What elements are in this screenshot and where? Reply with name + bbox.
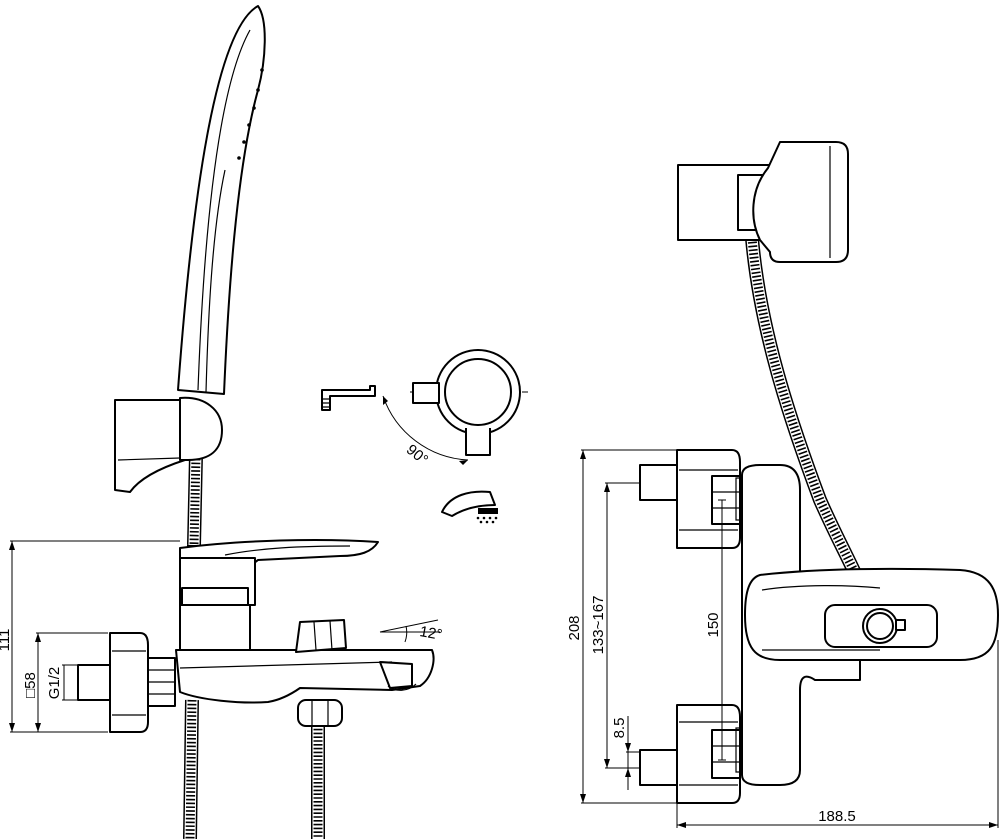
dimension-188-5-label: 188.5: [818, 808, 856, 825]
diverter-knob-top: [412, 349, 521, 456]
dimension-flange-label: □58: [22, 672, 39, 698]
spray-nozzles: [237, 68, 264, 160]
dimension-150: 150: [705, 499, 726, 761]
wall-flange-side: [77, 632, 176, 733]
shower-head-icon: [441, 490, 498, 524]
dimension-208: 208: [566, 449, 677, 804]
side-view: 111 □58 G1/2 12°: [0, 5, 444, 839]
front-view: 208 133~167 150 8.5 188.5: [566, 141, 999, 828]
diverter-detail: 90°: [321, 349, 530, 524]
wall-flange-top: [639, 449, 741, 549]
mixer-body-side: [175, 557, 435, 704]
dimension-133-167-label: 133~167: [590, 596, 607, 655]
dimension-8-5: 8.5: [611, 716, 640, 790]
lever-front: [744, 567, 999, 661]
dimension-flange: □58: [22, 632, 108, 732]
dimension-133-167: 133~167: [590, 482, 640, 769]
hose-connector-side: [297, 699, 343, 727]
wall-holder-front: [677, 141, 849, 263]
hand-shower: [177, 5, 266, 395]
dimension-spout-angle: 12°: [379, 619, 444, 644]
dimension-spout-angle-label: 12°: [418, 623, 443, 644]
diverter-lever-profile: [321, 385, 376, 411]
shower-holder: [114, 396, 223, 493]
shower-hose-front: [745, 237, 869, 593]
dimension-thread-label: G1/2: [46, 667, 63, 700]
dimension-thread: G1/2: [46, 664, 78, 701]
dimension-111-label: 111: [0, 629, 13, 652]
dimension-188-5: 188.5: [676, 640, 999, 828]
rotation-arc: [382, 395, 469, 461]
dimension-111: 111: [0, 540, 180, 733]
wall-flange-bottom: [639, 704, 741, 804]
dimension-208-label: 208: [566, 615, 583, 640]
rotation-label: 90°: [403, 441, 431, 469]
dimension-150-label: 150: [705, 612, 722, 637]
diverter-knob-side: [295, 619, 347, 653]
dimension-8-5-label: 8.5: [611, 718, 628, 739]
